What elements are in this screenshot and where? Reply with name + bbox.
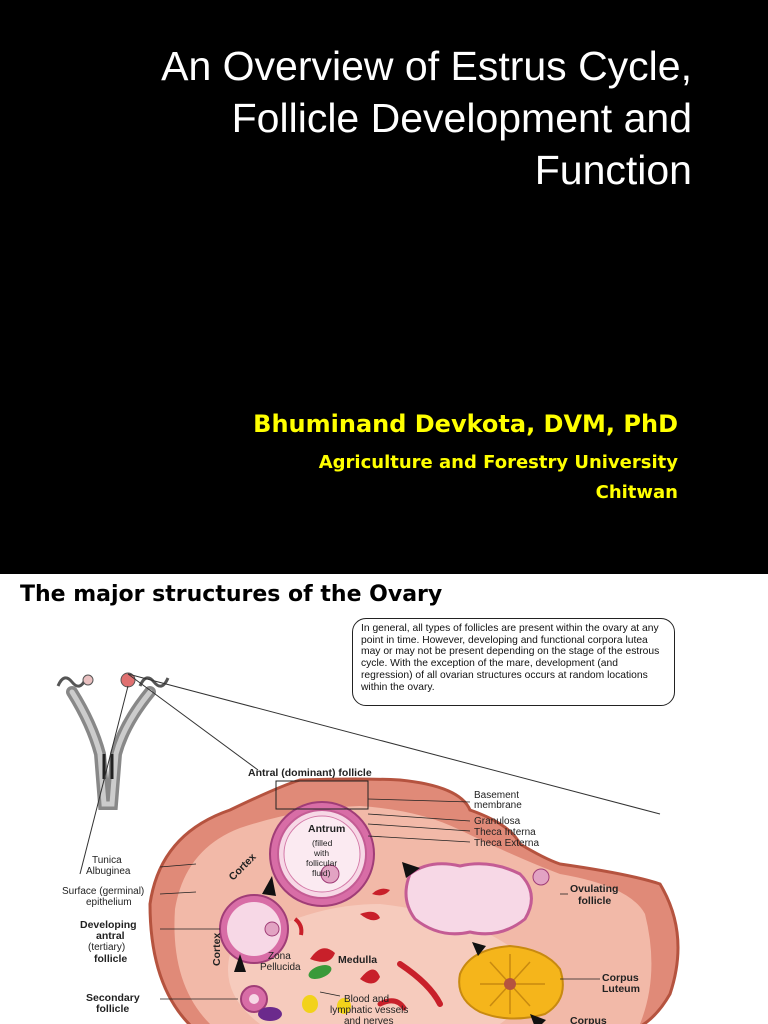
antral-follicle-illustration (269, 780, 375, 907)
label-surface-epithelium-2: epithelium (86, 897, 132, 908)
title-line-2: Follicle Development and (231, 95, 692, 141)
author-name: Bhuminand Devkota, DVM, PhD (253, 410, 678, 438)
label-cortex-left: Cortex (211, 933, 223, 966)
corpus-luteum-illustration (458, 944, 564, 1020)
label-blood-3: and nerves (344, 1016, 393, 1024)
label-developing-1: Developing (80, 919, 137, 931)
label-blood-2: lymphatic vessels (330, 1005, 408, 1016)
label-basement-membrane-1: Basement (474, 790, 519, 801)
author-block: Bhuminand Devkota, DVM, PhD Agriculture … (253, 406, 678, 508)
label-antrum-sub-3: follicular (306, 858, 337, 868)
flow-arrows (234, 862, 546, 1024)
label-secondary-2: follicle (96, 1003, 129, 1015)
blood-vessels-illustration (258, 888, 443, 1021)
label-theca-interna: Theca Interna (474, 827, 536, 838)
label-antrum-sub-1: (filled (312, 838, 333, 848)
title-line-3: Function (534, 147, 692, 193)
leader-lines (159, 798, 600, 1000)
label-antral-follicle: Antral (dominant) follicle (248, 767, 372, 779)
label-tunica-albuginea-1: Tunica (92, 855, 122, 866)
label-antrum: Antrum (308, 823, 345, 835)
label-ovulating-2: follicle (578, 895, 611, 907)
title-line-1: An Overview of Estrus Cycle, (161, 43, 692, 89)
ovary-slide: Antral (dominant) follicle Antrum (fille… (0, 574, 768, 1024)
label-secondary-1: Secondary (86, 992, 140, 1004)
label-blood-1: Blood and (344, 994, 389, 1005)
secondary-follicle-illustration (240, 985, 268, 1013)
label-developing-2: antral (96, 930, 125, 942)
label-developing-3: (tertiary) (88, 942, 125, 953)
ovulating-follicle-illustration (404, 862, 550, 936)
label-surface-epithelium-1: Surface (germinal) (62, 886, 144, 897)
location: Chitwan (595, 482, 678, 503)
label-antrum-sub-2: with (313, 848, 329, 858)
label-developing-4: follicle (94, 953, 127, 965)
reproductive-tract-illustration (56, 672, 661, 875)
developing-follicle-illustration (219, 894, 289, 964)
label-tunica-albuginea-2: Albuginea (86, 866, 131, 877)
slide-title: An Overview of Estrus Cycle, Follicle De… (161, 40, 692, 196)
label-corpus-luteum-2: Luteum (602, 983, 640, 995)
label-medulla: Medulla (338, 954, 377, 966)
label-theca-externa: Theca Externa (474, 838, 539, 849)
slide2-title: The major structures of the Ovary (20, 582, 443, 607)
label-antrum-sub-4: fluid) (312, 868, 331, 878)
label-granulosa: Granulosa (474, 816, 521, 827)
label-zona-pellucida-2: Pellucida (260, 962, 301, 973)
label-basement-membrane-2: membrane (474, 800, 522, 811)
label-corpus-partial: Corpus (570, 1015, 607, 1024)
label-corpus-luteum-1: Corpus (602, 972, 639, 984)
affiliation: Agriculture and Forestry University (318, 452, 678, 473)
title-slide: An Overview of Estrus Cycle, Follicle De… (0, 0, 768, 574)
note-box: In general, all types of follicles are p… (352, 618, 675, 706)
label-zona-pellucida-1: Zona (268, 951, 291, 962)
label-ovulating-1: Ovulating (570, 883, 618, 895)
ovary-diagram: Antral (dominant) follicle Antrum (fille… (56, 672, 680, 1024)
